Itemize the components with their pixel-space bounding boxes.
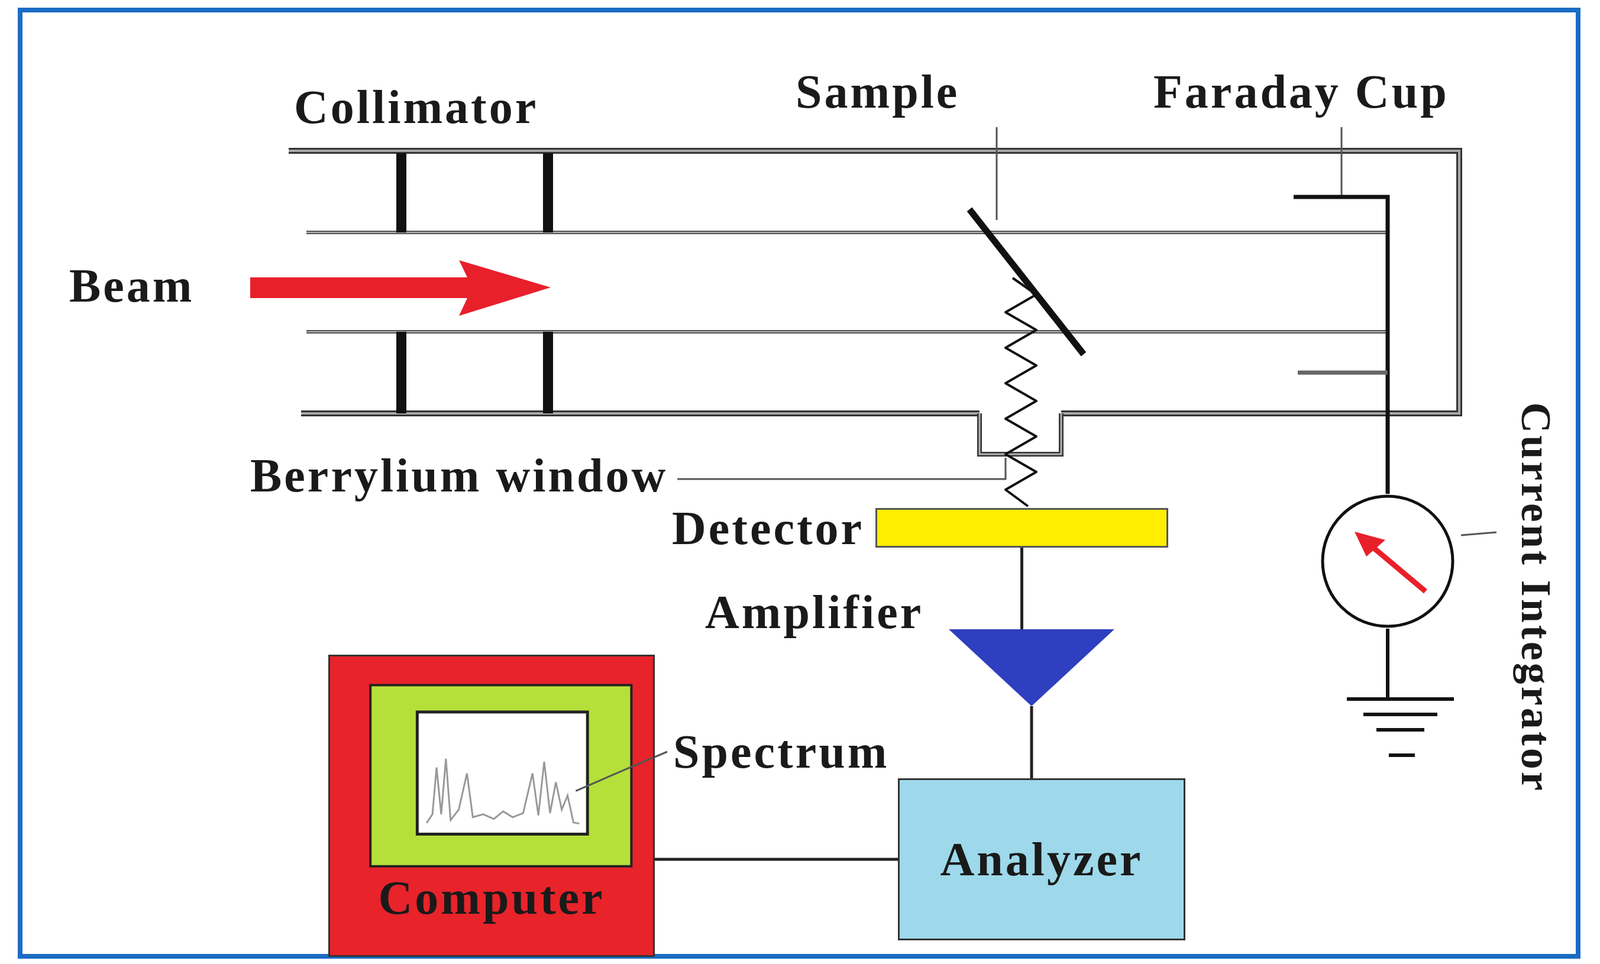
ground-bar [1363,712,1438,717]
part-label: Sample [795,64,960,119]
node-shape [948,629,1115,707]
beryllium-window [979,413,1062,455]
monitor-bezel [370,684,632,866]
node-label: Analyzer [940,832,1144,887]
signal-wire [654,858,898,862]
beam-arrow [250,260,551,316]
part-label: Beam [69,258,195,313]
ground-bar [1376,728,1425,732]
signal-wire [1020,547,1024,630]
collimator-plate [542,153,554,233]
part-label: Collimator [293,79,539,135]
spectrum-trace [426,758,580,824]
computer-box: Computer [328,654,655,958]
collimator-plate [396,331,407,414]
analyzer-box: Analyzer [897,778,1186,941]
current-integrator-meter: Current Integrator [1320,493,1456,629]
frame [20,10,1579,957]
leader-line [996,127,998,221]
faraday-plate [1297,370,1388,376]
ground-bar [1346,697,1454,701]
beam-tube [288,150,1460,455]
sample-foil [969,209,1084,355]
leader-line [654,751,668,758]
amplifier-triangle: Amplifier [948,629,1115,707]
ground-symbol [1346,628,1454,756]
detector-bar: Detector [875,508,1169,548]
node-label: Amplifier [705,584,924,640]
leader-line [575,757,654,791]
node-label: Detector [671,500,865,556]
ground-wire [1385,628,1390,700]
leader-line [677,457,1006,480]
part-label: Faraday Cup [1153,64,1450,119]
node-label: Current Integrator [1510,402,1560,794]
signal-wire [1030,706,1034,779]
collimator-plate [542,331,554,414]
leader-line [1460,532,1497,536]
meter-needle-head [1354,531,1386,557]
node-shape [330,656,654,956]
xray-path [1005,278,1037,507]
leader-line [1340,127,1343,197]
node-label: Computer [378,870,606,926]
faraday-plate [1293,196,1388,494]
monitor-screen [417,712,588,835]
part-label: Berrylium window [250,448,668,503]
node-shape [1320,493,1456,629]
meter-dial [1322,496,1453,627]
beryllium-window [979,413,1062,455]
part-label: Spectrum [673,724,890,780]
ground-bar [1388,753,1415,758]
meter-needle [1362,538,1426,592]
collimator-plate [396,153,407,233]
faraday-cup [1293,196,1388,494]
amplifier-symbol [948,629,1115,707]
dynamic-strokes [677,278,1037,507]
